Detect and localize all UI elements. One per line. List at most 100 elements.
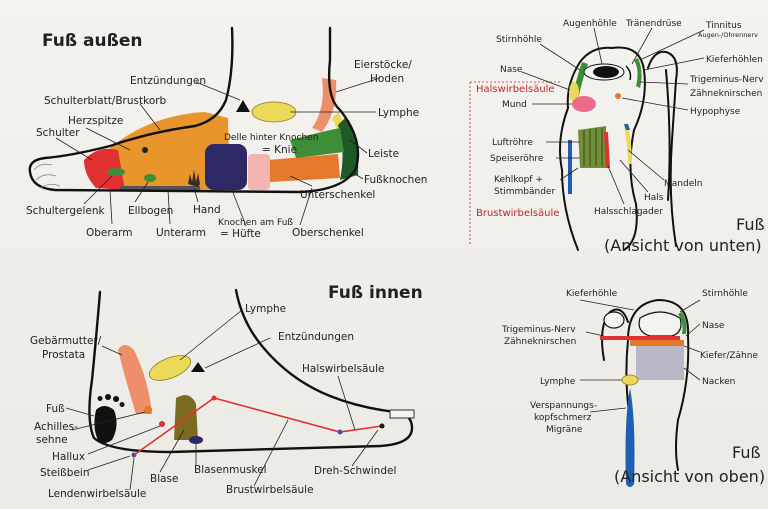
label-verspannung-3: Migräne xyxy=(546,425,583,435)
zone-mund xyxy=(572,96,596,112)
panel-top-view: Kieferhöhle Stirnhöhle Trigeminus-Nerv Z… xyxy=(501,289,765,487)
marker-entzuendungen-inner xyxy=(191,362,205,372)
zone-lymphe-inner xyxy=(148,355,192,381)
zone-blasenmuskel xyxy=(189,436,203,444)
label-speiseroehre: Speiseröhre xyxy=(490,154,544,164)
label-kiefer-zaehne: Kiefer/Zähne xyxy=(700,351,758,361)
zone-kiefer xyxy=(630,340,684,346)
label-schultergelenk: Schultergelenk xyxy=(26,205,106,217)
label-halsschlagader: Halsschlagader xyxy=(594,207,663,217)
zone-schulter xyxy=(84,148,125,190)
label-nase-top: Nase xyxy=(702,321,725,331)
zone-traenendruese xyxy=(625,65,632,81)
label-lymphe-top: Lymphe xyxy=(540,377,576,387)
label-tinnitus-sub: Augen-/Ohrennerv xyxy=(698,31,758,39)
label-brustwirbelsaeule-inner: Brustwirbelsäule xyxy=(226,484,314,496)
label-delle-1: Delle hinter Knochen xyxy=(224,133,318,143)
zone-ellbogen xyxy=(144,174,156,182)
label-schulterblatt: Schulterblatt/Brustkorb xyxy=(44,95,167,107)
zone-schultergelenk xyxy=(107,168,125,176)
bigtoe-nail xyxy=(638,311,682,337)
zone-trigeminus-band xyxy=(600,336,680,340)
label-kehlkopf-2: Stimmbänder xyxy=(494,187,555,197)
label-achilles-1: Achilles- xyxy=(34,421,78,433)
marker-hypophyse xyxy=(615,93,621,99)
inner-foot-outline xyxy=(88,288,414,454)
footprint-icon xyxy=(94,394,125,443)
label-luftroehre: Luftröhre xyxy=(492,138,533,148)
toe2-outline xyxy=(601,308,629,361)
label-steissbein: Steißbein xyxy=(40,467,89,479)
sole-outline-right xyxy=(611,46,646,251)
label-delle-2: = Knie xyxy=(262,144,297,156)
zone-tinnitus xyxy=(634,58,642,88)
zone-gebaermutter xyxy=(118,345,152,414)
panel-bottom-view: Augenhöhle Tränendrüse Tinnitus Augen-/O… xyxy=(469,19,765,255)
zone-oberschenkel xyxy=(290,128,344,158)
label-schulter: Schulter xyxy=(36,127,80,139)
label-zaehneknirschen-bottom: Zähneknirschen xyxy=(690,89,762,99)
marker-herzspitze xyxy=(142,147,148,153)
zone-schulterblatt xyxy=(110,112,230,190)
zone-speiseroehre-stripes xyxy=(583,128,603,166)
label-halswirbelsaeule-bottom: Halswirbelsäule xyxy=(476,84,555,95)
hand-icon xyxy=(188,170,200,187)
label-eierstoecke-1: Eierstöcke/ xyxy=(354,59,412,71)
zone-blue-neck-right xyxy=(624,124,630,130)
label-lendenwirbelsaeule: Lendenwirbelsäule xyxy=(48,488,146,500)
marker-spine-2 xyxy=(337,429,343,435)
label-unterarm: Unterarm xyxy=(156,227,206,239)
panel-inner-foot: Fuß innen xyxy=(30,283,423,500)
outer-foot-toes xyxy=(33,163,61,189)
label-hals: Hals xyxy=(644,193,664,203)
zone-nacken xyxy=(636,346,684,380)
label-fuss: Fuß xyxy=(46,403,65,415)
zone-knie xyxy=(248,154,270,190)
label-unterschenkel: Unterschenkel xyxy=(300,189,375,201)
label-verspannung-1: Verspannungs- xyxy=(530,401,597,411)
label-entzuendungen-inner: Entzündungen xyxy=(278,331,354,343)
zone-nase xyxy=(569,82,579,102)
label-halswirbelsaeule: Halswirbelsäule xyxy=(302,363,385,375)
zone-blue-neck xyxy=(568,140,572,194)
label-stirnhoehle-bottom: Stirnhöhle xyxy=(496,35,542,45)
label-mandeln: Mandeln xyxy=(664,179,702,189)
label-verspannung-2: kopfschmerz xyxy=(534,413,592,423)
inner-foot-toe xyxy=(389,409,415,419)
label-knochen-2: = Hüfte xyxy=(220,228,261,240)
bottom-view-title-1: Fuß xyxy=(736,215,765,234)
label-nase-bottom: Nase xyxy=(500,65,523,75)
inner-leaders xyxy=(65,309,379,491)
zone-huefte xyxy=(205,144,247,190)
marker-spine-1 xyxy=(211,395,217,401)
outer-foot-outline xyxy=(28,26,360,194)
label-leiste: Leiste xyxy=(368,148,399,160)
toe2-nail xyxy=(603,311,625,329)
label-lymphe-outer: Lymphe xyxy=(378,107,419,119)
label-mund: Mund xyxy=(502,100,527,110)
zone-luftroehre xyxy=(578,126,606,168)
label-knochen-1: Knochen am Fuß xyxy=(218,218,293,228)
zone-eierstoecke xyxy=(312,78,337,132)
label-hallux: Hallux xyxy=(52,451,85,463)
sole-outline xyxy=(559,46,613,251)
zone-unterschenkel xyxy=(268,154,340,182)
marker-entzuendungen xyxy=(236,100,250,112)
label-kieferhoehlen: Kieferhöhlen xyxy=(706,55,763,65)
label-traenendruese: Tränendrüse xyxy=(625,19,682,29)
label-eierstoecke-2: Hoden xyxy=(370,73,404,85)
label-achilles-2: sehne xyxy=(36,434,68,446)
label-entzuendungen: Entzündungen xyxy=(130,75,206,87)
bottom-view-title-2: (Ansicht von unten) xyxy=(604,236,762,255)
zone-lymphe-top xyxy=(621,374,639,386)
toe-outline xyxy=(647,50,678,247)
label-brustwirbelsaeule-bottom: Brustwirbelsäule xyxy=(476,208,559,219)
label-dreh-schwindel: Dreh-Schwindel xyxy=(314,465,396,477)
zone-halsschlagader xyxy=(604,132,610,168)
label-oberschenkel: Oberschenkel xyxy=(292,227,364,239)
label-augenhoehle: Augenhöhle xyxy=(563,19,617,29)
label-herzspitze: Herzspitze xyxy=(68,115,123,127)
label-trigeminus-bottom: Trigeminus-Nerv xyxy=(689,75,764,85)
top-view-title-2: (Ansicht von oben) xyxy=(614,467,765,486)
